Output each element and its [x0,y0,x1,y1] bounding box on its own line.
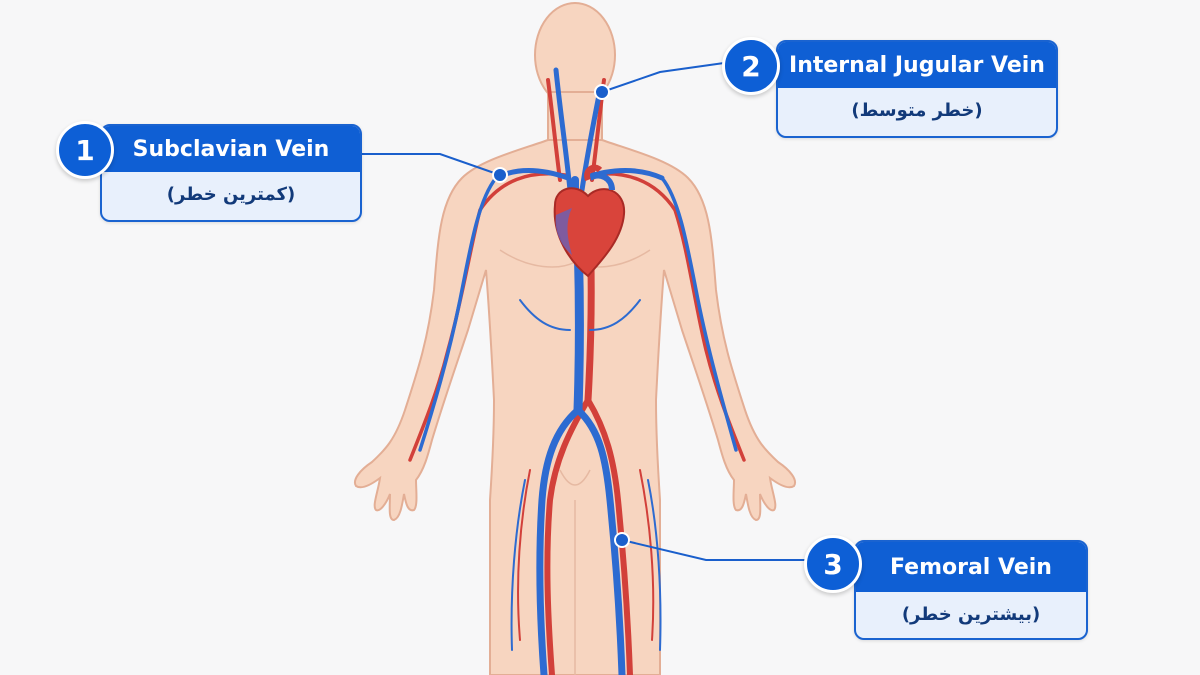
connector-1 [358,153,501,176]
jugular-marker [594,84,610,100]
callout-number-badge: 2 [722,37,780,95]
callout-subtitle: (بیشترین خطر) [901,603,1041,625]
callout-subtitle: (کمترین خطر) [166,183,296,205]
callout-subtitle: (خطر متوسط) [851,99,983,121]
connector-dots [492,84,630,548]
connector-2 [601,62,725,93]
left-iliac-artery [544,397,591,675]
heart [553,164,626,278]
right-arm-vein [660,176,738,452]
left-carotid-artery [546,78,562,182]
callout-card: Internal Jugular Vein (خطر متوسط) [776,40,1058,138]
callout-number-badge: 1 [56,121,114,179]
callout-number-badge: 3 [804,535,862,593]
connector-3 [621,539,806,561]
femoral-marker [614,532,630,548]
right-iliac-artery [585,397,633,675]
callout-title: Internal Jugular Vein [778,42,1056,88]
subclavian-marker [492,167,508,183]
callout-card: Femoral Vein (بیشترین خطر) [854,540,1088,640]
connectors [358,62,806,561]
callout-card: Subclavian Vein (کمترین خطر) [100,124,362,222]
callout-title: Femoral Vein [856,542,1086,592]
right-iliac-vein [574,406,626,675]
callout-title: Subclavian Vein [102,126,360,172]
left-arm-vein [418,176,498,452]
left-iliac-vein [536,406,582,675]
